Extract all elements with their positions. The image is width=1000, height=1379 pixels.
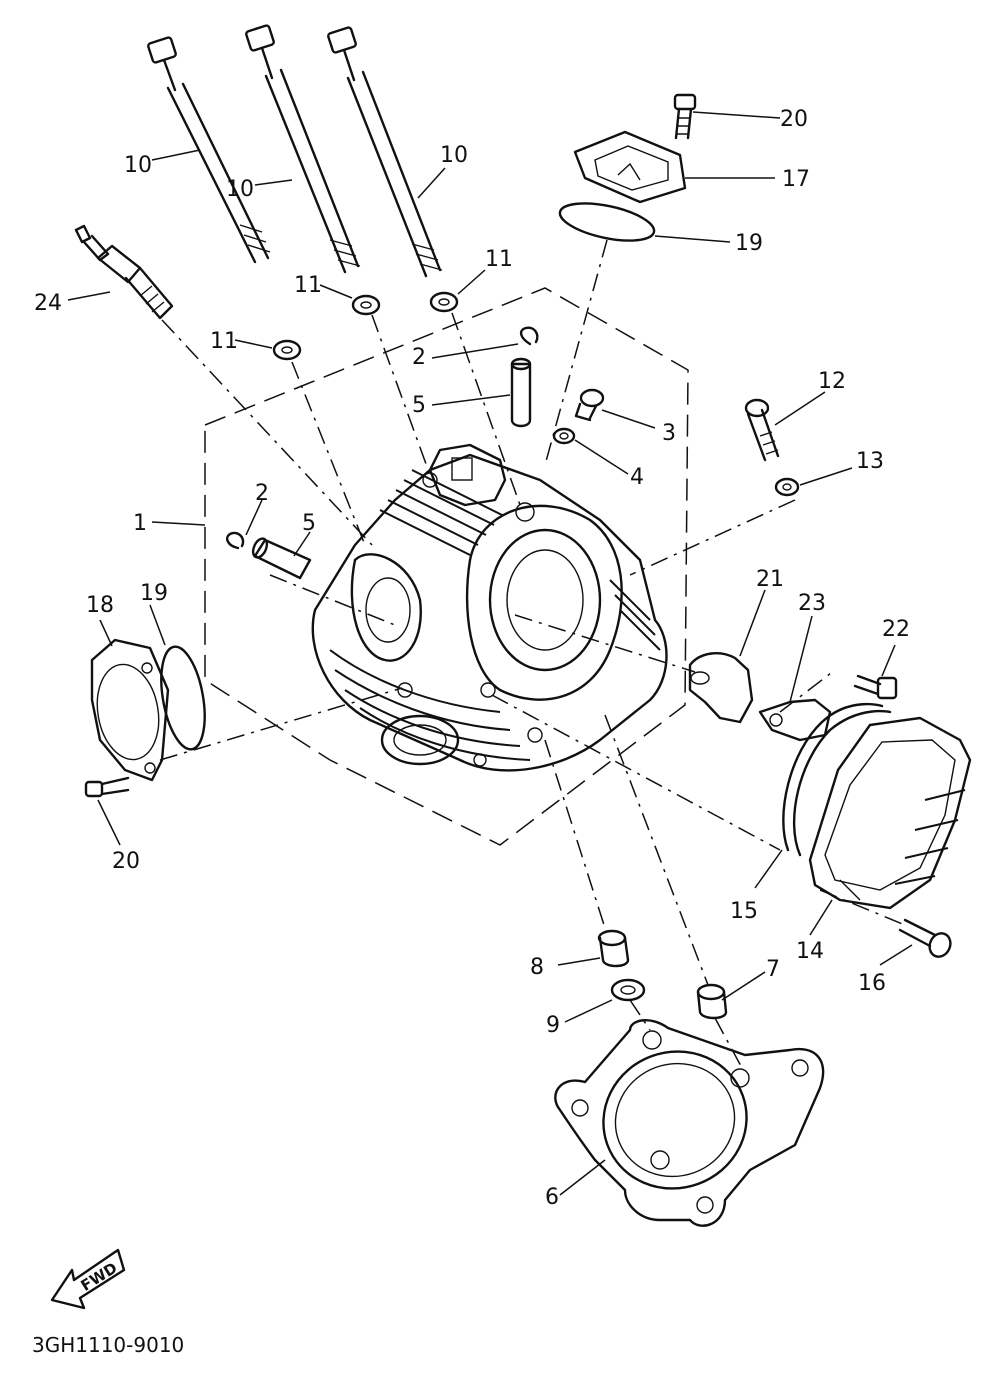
dowel-8[interactable] <box>597 929 630 968</box>
callout-15: 15 <box>730 899 758 924</box>
valve-guide-lower[interactable] <box>250 536 312 580</box>
side-cover-18[interactable] <box>90 638 170 782</box>
washer-13[interactable] <box>774 477 800 497</box>
callout-4: 4 <box>630 465 644 490</box>
callout-8: 8 <box>530 955 544 980</box>
callout-1: 1 <box>133 511 147 536</box>
o-ring-19-left[interactable] <box>154 643 211 752</box>
assembly-boundary <box>204 287 689 846</box>
callout-5-lower: 5 <box>302 511 316 536</box>
spark-plug[interactable] <box>74 224 174 320</box>
callout-18: 18 <box>86 593 114 618</box>
dowel-7[interactable] <box>696 983 728 1020</box>
callout-20-left: 20 <box>112 849 140 874</box>
head-bolt-middle[interactable] <box>245 24 361 274</box>
screw-20-top[interactable] <box>673 93 697 140</box>
o-ring-15[interactable] <box>782 702 892 857</box>
callout-11-left: 11 <box>210 329 238 354</box>
callout-19-top: 19 <box>735 231 763 256</box>
callout-11-middle: 11 <box>294 273 322 298</box>
diagram-code: 3GH1110-9010 <box>32 1333 184 1357</box>
washer-middle[interactable] <box>351 294 381 316</box>
callout-11-right: 11 <box>485 247 513 272</box>
callout-20-top: 20 <box>780 107 808 132</box>
callout-14: 14 <box>796 939 824 964</box>
screw-3[interactable] <box>574 388 605 422</box>
bolt-22[interactable] <box>853 674 898 700</box>
part-23[interactable] <box>758 698 832 742</box>
callout-24: 24 <box>34 291 62 316</box>
callout-12: 12 <box>818 369 846 394</box>
callout-19-left: 19 <box>140 581 168 606</box>
callout-13: 13 <box>856 449 884 474</box>
callout-10-middle: 10 <box>226 177 254 202</box>
bolt-16[interactable] <box>898 918 954 960</box>
callout-labels: 10 10 10 11 11 11 24 2 5 3 4 12 13 20 17… <box>34 107 910 1210</box>
callout-9: 9 <box>546 1013 560 1038</box>
callout-5-upper: 5 <box>412 393 426 418</box>
screw-20-left[interactable] <box>84 776 130 798</box>
part-21[interactable] <box>688 652 754 724</box>
callout-16: 16 <box>858 971 886 996</box>
washer-9[interactable] <box>610 978 646 1002</box>
valve-clip-right[interactable] <box>519 326 539 346</box>
callout-22: 22 <box>882 617 910 642</box>
tappet-cover-17[interactable] <box>573 130 687 204</box>
cylinder-head[interactable] <box>311 443 668 772</box>
washer-4[interactable] <box>552 427 576 445</box>
o-ring-19-top[interactable] <box>557 196 658 247</box>
washer-right[interactable] <box>429 291 459 313</box>
bolt-12[interactable] <box>744 398 780 462</box>
callout-2-lower: 2 <box>255 481 269 506</box>
callout-10-right: 10 <box>440 143 468 168</box>
callout-7: 7 <box>766 957 780 982</box>
valve-cover-14[interactable] <box>808 716 972 910</box>
callout-6: 6 <box>545 1185 559 1210</box>
callout-23: 23 <box>798 591 826 616</box>
head-bolt-left[interactable] <box>147 36 271 264</box>
callout-10-left: 10 <box>124 153 152 178</box>
valve-guide-upper[interactable] <box>510 357 532 428</box>
callout-3: 3 <box>662 421 676 446</box>
washer-left[interactable] <box>272 339 302 361</box>
callout-21: 21 <box>756 567 784 592</box>
head-gasket[interactable] <box>554 1019 825 1227</box>
valve-clip-left[interactable] <box>226 531 245 550</box>
leader-lines <box>67 111 913 1196</box>
callout-2-upper: 2 <box>412 345 426 370</box>
callout-17: 17 <box>782 167 810 192</box>
forward-direction-arrow: FWD <box>50 1248 126 1310</box>
head-bolt-right[interactable] <box>327 26 443 278</box>
